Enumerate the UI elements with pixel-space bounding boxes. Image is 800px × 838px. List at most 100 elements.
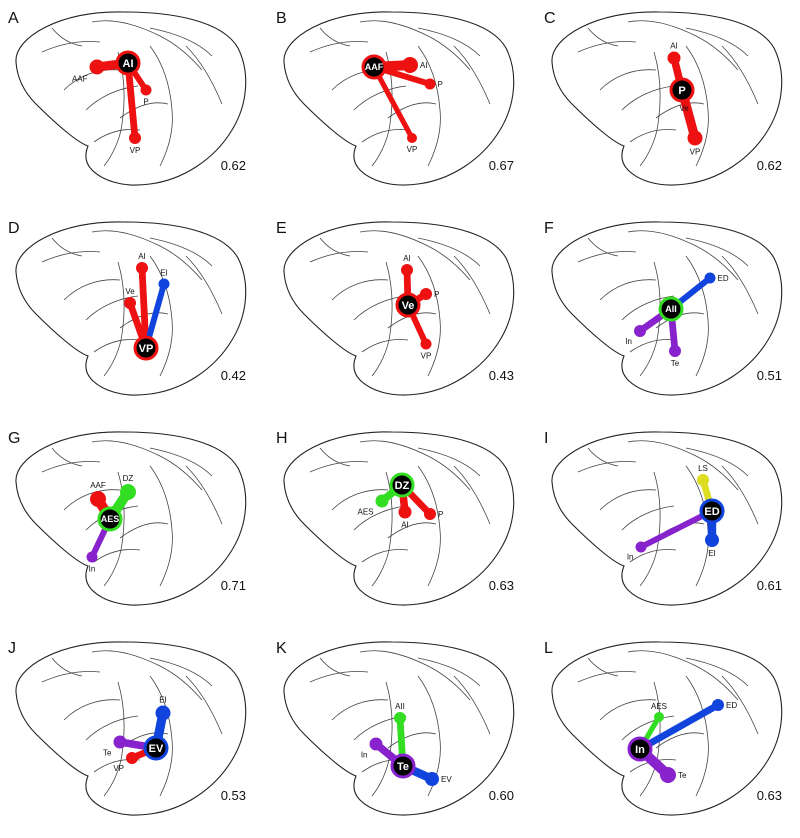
sulcus-line (417, 447, 481, 477)
sulcus-line (721, 45, 759, 105)
brain-outline (15, 221, 247, 396)
node-ai (402, 57, 418, 73)
sulcus-line (185, 675, 223, 735)
sulcus-line (149, 255, 173, 377)
node-label-ai: AI (138, 252, 146, 261)
panel-value: 0.62 (220, 158, 246, 173)
node-label-ai: AI (401, 521, 409, 530)
node-ls (697, 474, 709, 486)
sulcus-line (361, 129, 409, 143)
sulcus-line (331, 489, 389, 511)
node-te (660, 767, 676, 783)
sulcus-line (93, 549, 141, 563)
sulcus-line (63, 489, 121, 511)
node-label-ed: ED (718, 274, 729, 283)
panel-letter: J (8, 640, 16, 657)
sulcus-line (453, 465, 491, 525)
node-label-aii: AII (395, 702, 405, 711)
sulcus-line (599, 279, 657, 301)
node-aii (394, 712, 406, 724)
sulcus-line (331, 699, 389, 721)
sulcus-line (309, 251, 369, 263)
hub-node (390, 753, 416, 779)
node-ve (124, 297, 136, 309)
brain-outline (283, 641, 515, 816)
node-label-vp: VP (690, 148, 701, 157)
sulcus-line (353, 85, 407, 111)
sulcus-line (721, 255, 759, 315)
node-vp (129, 132, 141, 144)
hub-label: Te (397, 761, 409, 773)
panel-letter: I (544, 430, 549, 447)
sulcus-line (639, 51, 661, 167)
node-label-p: P (434, 290, 439, 299)
panel-value: 0.63 (756, 788, 782, 803)
sulcus-line (51, 447, 83, 467)
panel-letter: E (276, 220, 287, 237)
sulcus-line (361, 339, 409, 353)
hub-node (627, 736, 653, 762)
sulcus-line (85, 295, 139, 321)
sulcus-line (93, 339, 141, 353)
panel-letter: A (8, 10, 19, 27)
sulcus-line (387, 522, 437, 539)
sulcus-line (41, 671, 101, 683)
node-label-ve: Ve (679, 104, 689, 113)
sulcus-line (359, 20, 471, 71)
hub-node (669, 77, 695, 103)
sulcus-line (453, 45, 491, 105)
sulcus-line (629, 549, 677, 563)
panel-value: 0.60 (488, 788, 514, 803)
node-label-ai: AI (403, 254, 411, 263)
hub-node (133, 335, 159, 361)
sulcus-line (41, 461, 101, 473)
sulcus-line (685, 255, 709, 377)
sulcus-line (685, 45, 709, 167)
sulcus-line (319, 657, 351, 677)
node-label-ei: EI (708, 549, 716, 558)
panel-letter: D (8, 220, 20, 237)
sulcus-line (359, 440, 471, 491)
hub-label: AII (665, 304, 677, 314)
node-label-ev: EV (441, 775, 452, 784)
node-label-vp: VP (130, 146, 141, 155)
sulcus-line (91, 650, 203, 701)
hub-label: DZ (395, 480, 410, 492)
sulcus-line (639, 681, 661, 797)
sulcus-line (621, 85, 675, 111)
sulcus-line (63, 699, 121, 721)
node-label-ai: AI (670, 42, 678, 51)
panel-letter: B (276, 10, 287, 27)
panel-value: 0.51 (756, 368, 782, 383)
node-label-ai: AI (420, 61, 428, 70)
sulcus-line (685, 675, 709, 797)
sulcus-line (621, 715, 675, 741)
panel-value: 0.63 (488, 578, 514, 593)
link-ai (138, 264, 150, 352)
sulcus-line (685, 657, 749, 687)
node-label-aaf: AAF (72, 75, 88, 84)
hub-label: VP (139, 343, 154, 355)
sulcus-line (685, 27, 749, 57)
panel-letter: G (8, 430, 21, 447)
sulcus-line (587, 237, 619, 257)
node-label-in: In (627, 553, 634, 562)
sulcus-line (149, 465, 173, 587)
node-label-ve: Ve (125, 287, 135, 296)
sulcus-line (149, 447, 213, 477)
node-p (140, 84, 152, 96)
node-label-in: In (361, 751, 368, 760)
sulcus-line (91, 230, 203, 281)
sulcus-line (119, 522, 169, 539)
panel-letter: K (276, 640, 287, 657)
sulcus-line (309, 41, 369, 53)
sulcus-line (63, 69, 121, 91)
